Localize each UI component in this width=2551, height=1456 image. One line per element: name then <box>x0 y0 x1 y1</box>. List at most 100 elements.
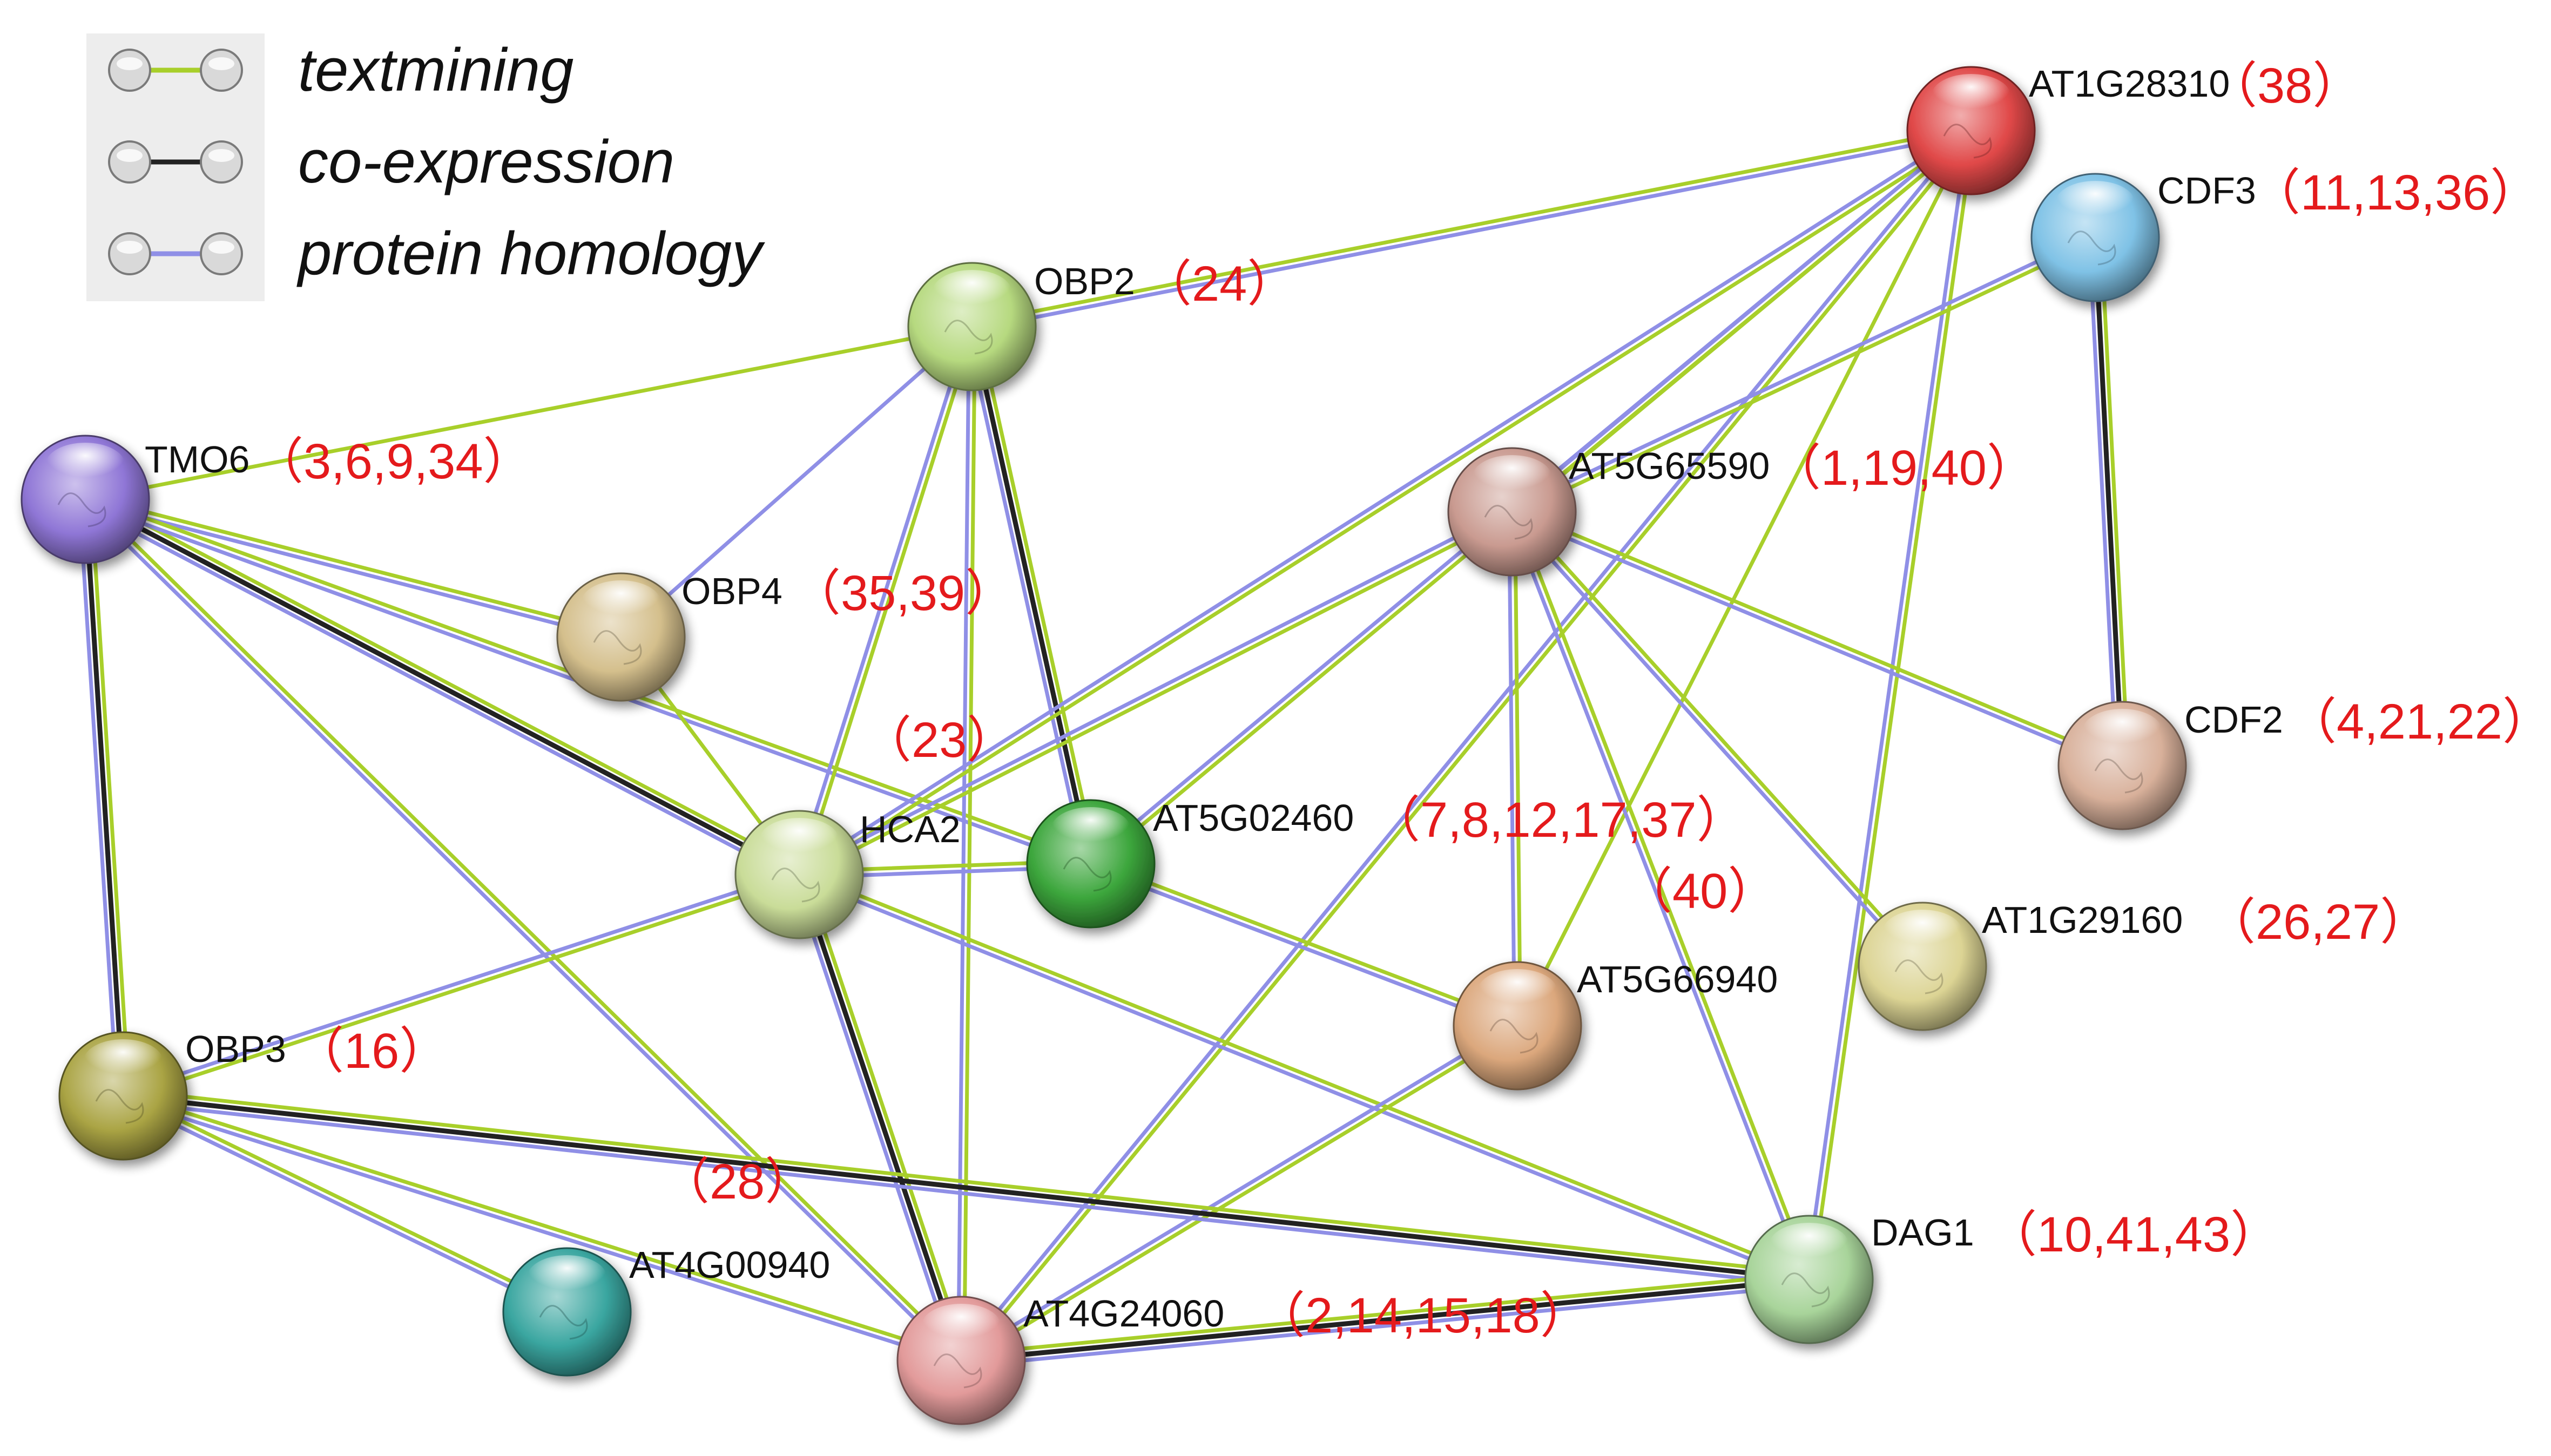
edge-line-textmining <box>1511 238 2098 517</box>
edge-line-homology <box>2087 236 2118 768</box>
nodes: AT1G28310（38）CDF3（11,13,36）OBP2（24）TMO6（… <box>21 58 2551 1425</box>
edge-line-homology <box>792 874 958 1364</box>
node-highlight <box>527 1255 607 1299</box>
edge-line-homology <box>1088 864 1519 1031</box>
protein-structure-icon <box>95 1089 144 1124</box>
edge-line-textmining <box>802 871 969 1361</box>
edge-line-coexpression <box>969 324 1094 866</box>
node-refs-label: （35,39） <box>791 566 1015 621</box>
legend-node-highlight <box>208 241 234 254</box>
edge-line-coexpression <box>959 1277 1812 1363</box>
edge-hca2-dag1 <box>796 870 1812 1284</box>
node-name-label: AT4G24060 <box>1023 1292 1224 1335</box>
node-refs-label: （26,27） <box>2206 895 2429 950</box>
node-name-label: AT5G65590 <box>1569 445 1770 487</box>
edge-at1g28310-dag1 <box>1804 128 1976 1282</box>
node-at5g65590[interactable]: AT5G65590（1,19,40） <box>1447 441 2036 577</box>
protein-structure-icon <box>2094 759 2143 794</box>
edge-at5g65590-dag1 <box>1507 509 1814 1283</box>
node-obp4[interactable]: OBP4（35,39） <box>556 566 1015 702</box>
node-at5g02460[interactable]: AT5G02460 （7,8,12,17,37） <box>1026 793 1746 929</box>
node-hca2[interactable]: HCA2 <box>734 808 961 939</box>
edge-line-textmining <box>1090 859 1521 1025</box>
node-highlight <box>932 269 1012 314</box>
edge-at1g28310-at5g65590 <box>1508 126 1975 516</box>
node-refs-label: （7,8,12,17,37） <box>1371 793 1746 848</box>
edge-line-textmining <box>122 1088 1812 1276</box>
legend-node-highlight <box>117 241 143 254</box>
edge-at5g65590-cdf2 <box>1509 507 2125 770</box>
edge-hca2-at4g24060 <box>792 871 969 1364</box>
node-highlight <box>581 580 661 624</box>
edge-line-textmining <box>1511 507 2125 765</box>
legend-item-coexpression: co-expression <box>108 128 674 195</box>
node-at4g00940[interactable]: AT4G00940 <box>502 1244 830 1377</box>
node-highlight <box>1882 909 1962 953</box>
node-highlight <box>1472 455 1552 499</box>
edge-line-homology <box>960 1283 1812 1369</box>
protein-structure-icon <box>57 492 106 527</box>
edge-line-textmining <box>86 492 804 871</box>
node-tmo6[interactable]: TMO6（3,6,9,34） <box>21 434 533 564</box>
node-at4g24060[interactable]: AT4G24060（2,14,15,18） <box>896 1288 1590 1425</box>
edge-line-textmining <box>800 326 977 878</box>
node-dag1[interactable]: DAG1（10,41,43） <box>1744 1207 2280 1344</box>
edge-hca2-obp3 <box>120 870 802 1101</box>
edges <box>77 126 2130 1369</box>
edge-obp2-hca2 <box>794 323 977 878</box>
edge-obp2-at4g24060 <box>956 324 977 1363</box>
edge-line-textmining <box>122 1091 964 1360</box>
edge-line-textmining <box>798 870 1812 1279</box>
edge-line-textmining <box>1512 507 1927 966</box>
protein-structure-icon <box>771 868 820 903</box>
legend-item-homology: protein homology <box>108 220 765 287</box>
node-name-label: OBP2 <box>1034 260 1135 302</box>
edge-line-coexpression <box>83 497 802 877</box>
node-at1g29160[interactable]: AT1G29160（26,27） <box>1858 895 2429 1031</box>
edge-line-homology <box>120 1100 1811 1288</box>
node-refs-label: （16） <box>294 1024 449 1079</box>
edge-line-textmining <box>959 1271 1811 1357</box>
edge-line-textmining <box>969 126 1973 326</box>
node-refs-label: （1,19,40） <box>1771 441 2036 496</box>
node-highlight <box>83 1039 163 1083</box>
node-at5g66940[interactable]: AT5G66940 <box>1453 958 1778 1091</box>
legend-label: protein homology <box>296 220 765 287</box>
node-name-label: CDF3 <box>2157 170 2256 212</box>
node-refs-label: （3,6,9,34） <box>254 434 533 489</box>
edge-tmo6-at4g24060 <box>81 495 966 1365</box>
node-highlight <box>1051 807 1131 851</box>
edge-line-coexpression <box>83 497 126 1099</box>
edge-at4g24060-dag1 <box>959 1271 1812 1369</box>
edge-line-textmining <box>976 323 1099 865</box>
protein-structure-icon <box>933 1353 982 1389</box>
node-highlight <box>759 817 839 862</box>
legend-label: co-expression <box>298 128 674 195</box>
floating-label-40: （40） <box>1623 864 1777 919</box>
edge-line-homology <box>1507 510 1517 1028</box>
node-name-label: AT5G02460 <box>1153 797 1354 839</box>
edge-obp3-at4g00940 <box>120 1091 570 1317</box>
node-name-label: DAG1 <box>1871 1211 1974 1254</box>
node-cdf2[interactable]: CDF2（4,21,22） <box>2057 694 2551 830</box>
protein-structure-icon <box>2067 231 2116 266</box>
legend-node-highlight <box>208 57 234 70</box>
node-cdf3[interactable]: CDF3（11,13,36） <box>2030 165 2540 302</box>
node-obp3[interactable]: OBP3（16） <box>58 1024 449 1161</box>
edge-at5g65590-hca2 <box>796 507 1515 879</box>
edge-line-homology <box>796 507 1513 874</box>
edge-line-textmining <box>798 512 1515 879</box>
node-name-label: CDF2 <box>2184 699 2283 741</box>
node-obp2[interactable]: OBP2（24） <box>907 256 1297 391</box>
edge-line-textmining <box>89 497 131 1098</box>
node-name-label: HCA2 <box>860 808 961 850</box>
node-at1g28310[interactable]: AT1G28310（38） <box>1906 58 2362 195</box>
edge-line-textmining <box>122 875 802 1101</box>
node-name-label: AT1G28310 <box>2029 63 2230 105</box>
protein-structure-icon <box>1484 505 1533 540</box>
legend-node-highlight <box>208 149 234 162</box>
node-name-label: TMO6 <box>145 438 249 480</box>
edge-at5g66940-at4g24060 <box>957 1021 1521 1365</box>
edge-line-coexpression <box>120 1093 1812 1282</box>
